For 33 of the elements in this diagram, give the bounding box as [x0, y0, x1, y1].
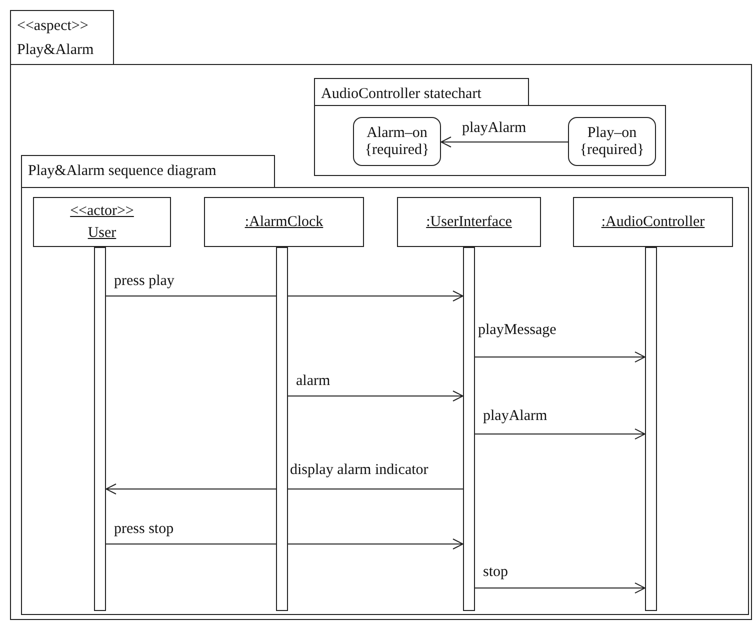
activation-bar [463, 247, 475, 611]
activation-bar [645, 247, 657, 611]
message-arrow [106, 538, 464, 550]
message-label: playAlarm [483, 407, 548, 425]
message-arrow [474, 352, 646, 362]
lifeline-head [397, 197, 541, 247]
frame-title: <<aspect>> [17, 17, 90, 36]
frame-title: Play&Alarm sequence diagram [28, 162, 218, 181]
frame-title: Play&Alarm [17, 41, 95, 60]
object-name: :AudioController [601, 213, 705, 232]
message-label: display alarm indicator [290, 461, 428, 479]
state-box [353, 117, 441, 166]
state-label: Play–on {required} [578, 124, 646, 158]
lifeline-head [204, 197, 364, 247]
object-name: :UserInterface [426, 213, 512, 232]
message-label: playMessage [478, 321, 556, 339]
object-name: <<actor>> User [69, 202, 135, 243]
message-label: playAlarm [462, 119, 526, 137]
message-arrow [288, 390, 464, 402]
frame-title: AudioController statechart [321, 85, 482, 104]
state-box [568, 117, 656, 166]
message-arrow [474, 582, 646, 594]
message-arrow [474, 428, 646, 440]
activation-bar [276, 247, 288, 611]
message-arrow [106, 484, 464, 494]
state-label: Alarm–on {required} [364, 124, 430, 158]
lifeline-head [33, 197, 171, 247]
message-label: press play [114, 272, 174, 290]
activation-bar [94, 247, 106, 611]
object-name: :AlarmClock [244, 213, 324, 232]
message-arrow [106, 290, 464, 302]
lifeline-head [573, 197, 733, 247]
message-arrow [440, 136, 568, 148]
